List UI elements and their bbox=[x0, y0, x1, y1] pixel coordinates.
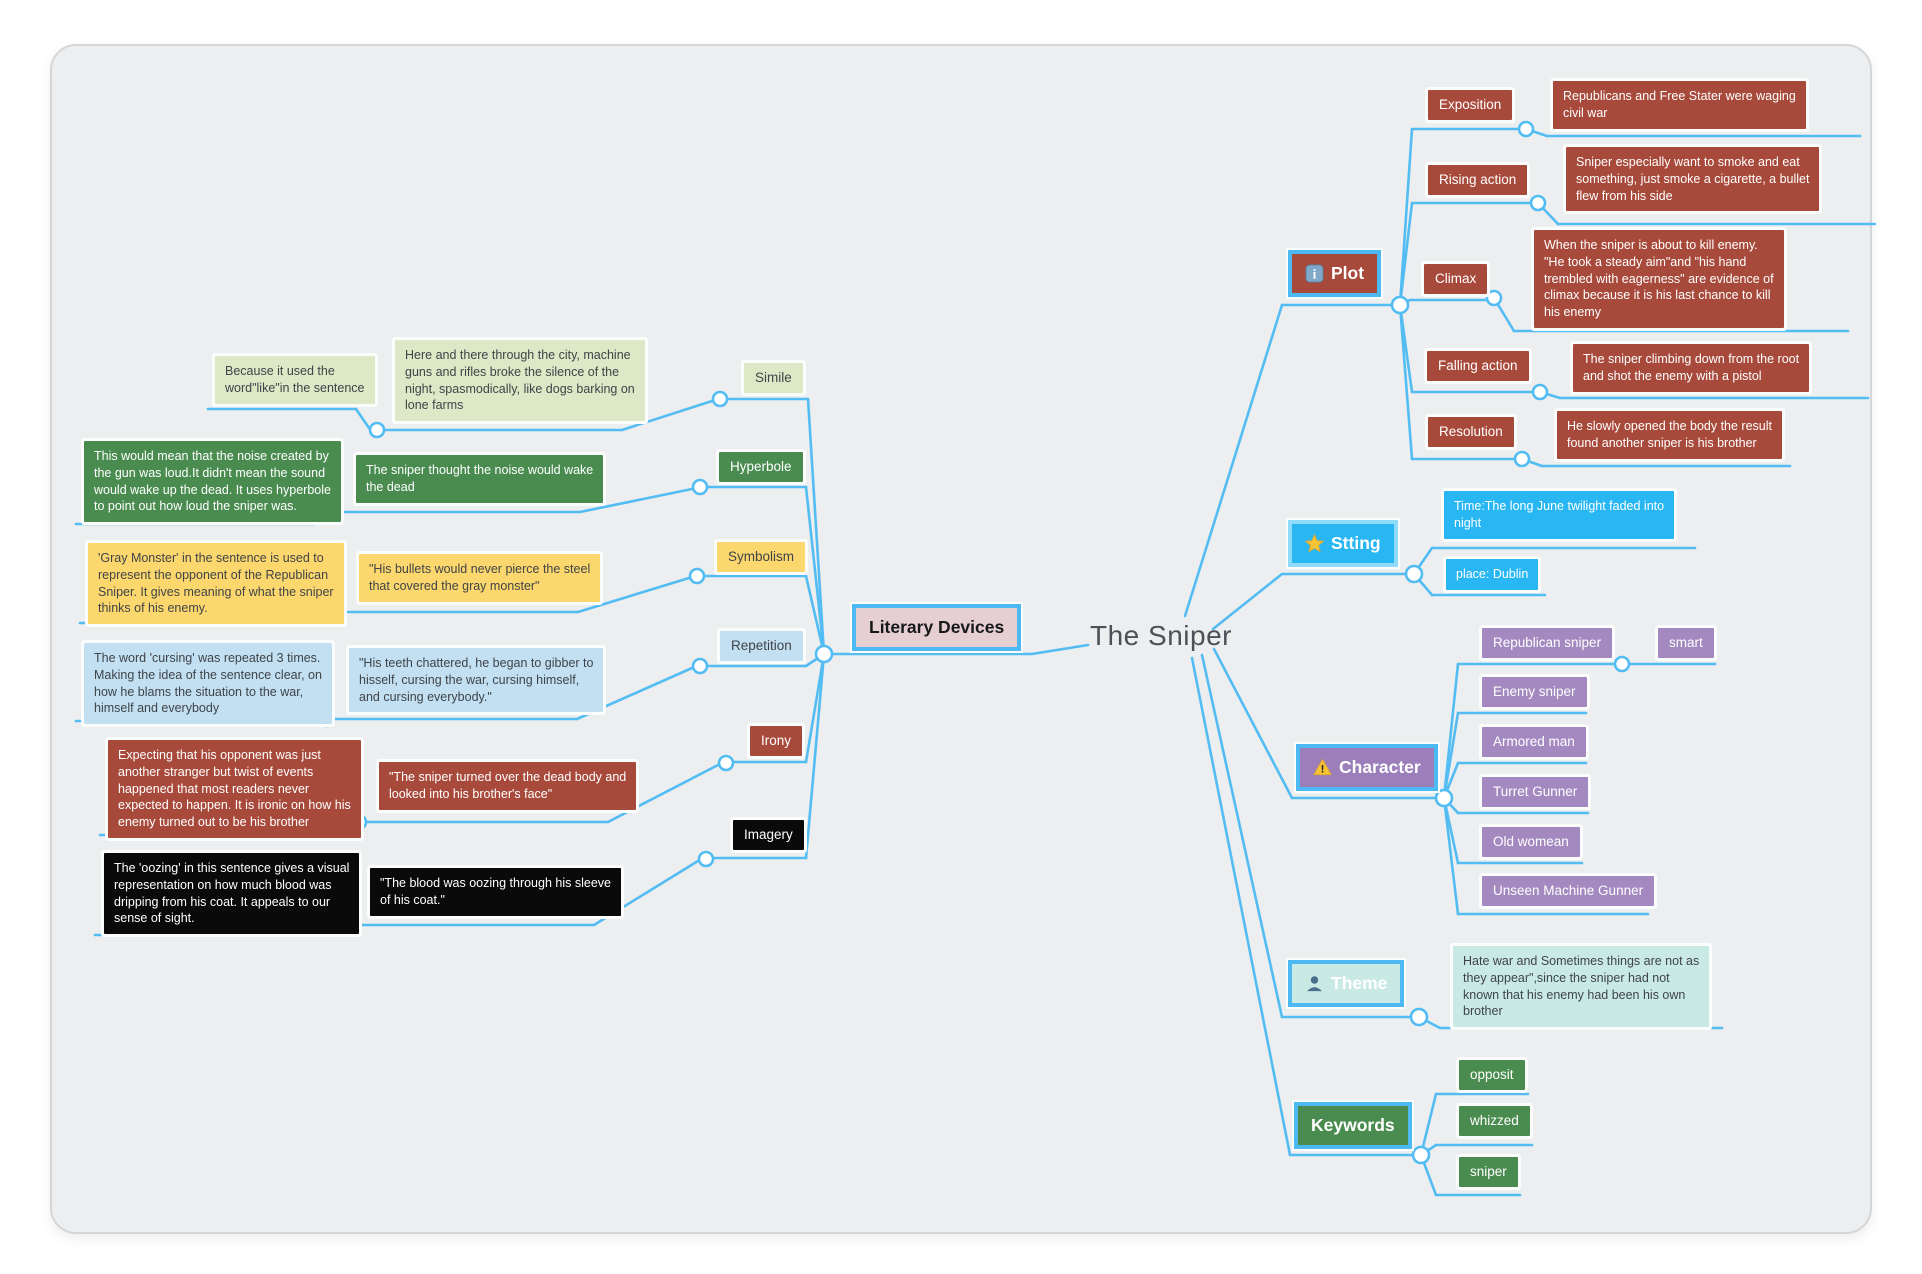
plot-falling-action-detail[interactable]: The sniper climbing down from the root a… bbox=[1573, 344, 1810, 392]
root-topic[interactable]: The Sniper bbox=[1090, 620, 1232, 651]
character-unseen-machine-gunner[interactable]: Unseen Machine Gunner bbox=[1482, 876, 1655, 907]
repetition-label[interactable]: Repetition bbox=[720, 631, 803, 662]
literary-devices-node[interactable]: Literary Devices bbox=[852, 604, 1022, 651]
plot-rising-action-detail[interactable]: Sniper especially want to smoke and eat … bbox=[1566, 147, 1820, 212]
plot-resolution-detail[interactable]: He slowly opened the body the result fou… bbox=[1557, 411, 1782, 459]
repetition-quote[interactable]: "His teeth chattered, he began to gibber… bbox=[349, 648, 604, 713]
plot-stage-climax[interactable]: Climax bbox=[1424, 264, 1488, 295]
irony-label[interactable]: Irony bbox=[750, 726, 803, 757]
svg-text:!: ! bbox=[1321, 764, 1325, 776]
imagery-label[interactable]: Imagery bbox=[733, 820, 804, 851]
plot-stage-resolution[interactable]: Resolution bbox=[1428, 417, 1514, 448]
plot-climax-detail[interactable]: When the sniper is about to kill enemy. … bbox=[1534, 230, 1784, 328]
imagery-quote[interactable]: "The blood was oozing through his sleeve… bbox=[370, 868, 621, 916]
character-republican-sniper[interactable]: Republican sniper bbox=[1482, 628, 1613, 659]
info-icon: i bbox=[1305, 264, 1324, 283]
irony-explanation[interactable]: Expecting that his opponent was just ano… bbox=[108, 740, 361, 838]
plot-node-label: Plot bbox=[1331, 263, 1365, 283]
literary-devices-label: Literary Devices bbox=[869, 617, 1005, 637]
theme-node[interactable]: Theme bbox=[1288, 960, 1405, 1007]
character-node[interactable]: ! Character bbox=[1296, 744, 1438, 791]
character-node-label: Character bbox=[1339, 757, 1421, 777]
keyword-whizzed[interactable]: whizzed bbox=[1459, 1106, 1530, 1137]
setting-node-label: Stting bbox=[1331, 533, 1381, 553]
hyperbole-explanation[interactable]: This would mean that the noise created b… bbox=[84, 441, 341, 522]
repetition-explanation[interactable]: The word 'cursing' was repeated 3 times.… bbox=[84, 643, 332, 724]
setting-node[interactable]: Stting bbox=[1288, 520, 1398, 567]
plot-stage-exposition[interactable]: Exposition bbox=[1428, 90, 1513, 121]
theme-node-label: Theme bbox=[1331, 973, 1388, 993]
keywords-node-label: Keywords bbox=[1311, 1115, 1395, 1135]
character-armored-man[interactable]: Armored man bbox=[1482, 727, 1586, 758]
symbolism-label[interactable]: Symbolism bbox=[717, 542, 806, 573]
warning-icon: ! bbox=[1313, 758, 1332, 777]
keyword-sniper[interactable]: sniper bbox=[1459, 1157, 1518, 1188]
character-turret-gunner[interactable]: Turret Gunner bbox=[1482, 777, 1589, 808]
svg-text:i: i bbox=[1313, 266, 1317, 281]
character-republican-trait-smart[interactable]: smart bbox=[1658, 628, 1714, 659]
keywords-node[interactable]: Keywords bbox=[1294, 1102, 1412, 1149]
star-icon bbox=[1305, 534, 1324, 553]
person-icon bbox=[1305, 974, 1324, 993]
setting-time-detail[interactable]: Time:The long June twilight faded into n… bbox=[1444, 491, 1675, 539]
simile-label[interactable]: Simile bbox=[744, 363, 803, 394]
hyperbole-label[interactable]: Hyperbole bbox=[719, 452, 803, 483]
irony-quote[interactable]: "The sniper turned over the dead body an… bbox=[379, 762, 637, 810]
character-enemy-sniper[interactable]: Enemy sniper bbox=[1482, 677, 1587, 708]
plot-stage-rising-action[interactable]: Rising action bbox=[1428, 165, 1528, 196]
character-old-womean[interactable]: Old womean bbox=[1482, 827, 1580, 858]
simile-explanation[interactable]: Because it used the word"like"in the sen… bbox=[215, 356, 375, 404]
imagery-explanation[interactable]: The 'oozing' in this sentence gives a vi… bbox=[104, 853, 360, 934]
simile-quote[interactable]: Here and there through the city, machine… bbox=[395, 340, 645, 421]
plot-exposition-detail[interactable]: Republicans and Free Stater were waging … bbox=[1553, 81, 1806, 129]
plot-node[interactable]: i Plot bbox=[1288, 250, 1382, 297]
hyperbole-quote[interactable]: The sniper thought the noise would wake … bbox=[356, 455, 604, 503]
setting-place-detail[interactable]: place: Dublin bbox=[1446, 559, 1539, 590]
symbolism-explanation[interactable]: 'Gray Monster' in the sentence is used t… bbox=[88, 543, 344, 624]
theme-detail[interactable]: Hate war and Sometimes things are not as… bbox=[1453, 946, 1710, 1027]
symbolism-quote[interactable]: "His bullets would never pierce the stee… bbox=[359, 554, 601, 602]
keyword-opposit[interactable]: opposit bbox=[1459, 1060, 1525, 1091]
plot-stage-falling-action[interactable]: Falling action bbox=[1427, 351, 1529, 382]
